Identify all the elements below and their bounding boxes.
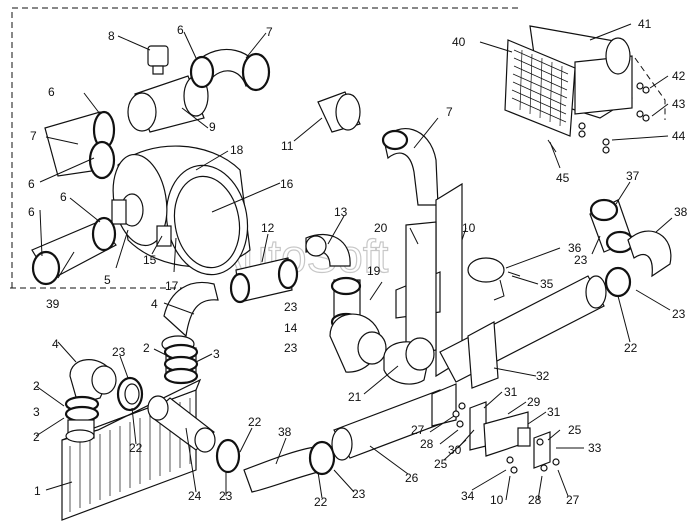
callout-6a: 6 xyxy=(48,85,55,99)
callout-7c: 7 xyxy=(446,105,453,119)
callout-17: 17 xyxy=(165,279,179,293)
callout-42: 42 xyxy=(672,69,686,83)
elbow-hose-7-top xyxy=(189,48,271,92)
callout-24: 24 xyxy=(188,489,202,503)
callout-13: 13 xyxy=(334,205,348,219)
callout-11: 11 xyxy=(281,139,294,153)
callout-19: 19 xyxy=(367,264,381,278)
callout-27b: 27 xyxy=(566,493,580,507)
pipe-32 xyxy=(439,275,607,383)
callout-22c: 22 xyxy=(314,495,328,509)
callout-23f: 23 xyxy=(574,253,588,267)
assembly-boundary xyxy=(10,7,666,289)
elbow-13-19-21 xyxy=(305,233,435,385)
callout-9: 9 xyxy=(209,120,216,134)
elbow-hose-7-center xyxy=(381,128,439,206)
callout-31b: 31 xyxy=(547,405,561,419)
callout-23b: 23 xyxy=(284,300,298,314)
callout-38b: 38 xyxy=(278,425,292,439)
callout-6e: 6 xyxy=(177,23,184,37)
callout-1: 1 xyxy=(34,484,41,498)
callout-43: 43 xyxy=(672,97,686,111)
callout-35: 35 xyxy=(540,277,554,291)
callout-4b: 4 xyxy=(151,297,158,311)
pipe-20 xyxy=(405,221,437,357)
leader-lines xyxy=(35,23,673,501)
callout-28a: 28 xyxy=(420,437,434,451)
pipe-24 xyxy=(147,395,216,453)
callout-6b: 6 xyxy=(28,177,35,191)
callout-23e: 23 xyxy=(352,487,366,501)
callout-8: 8 xyxy=(108,29,115,43)
callout-21: 21 xyxy=(348,390,362,404)
callout-38a: 38 xyxy=(674,205,688,219)
hose-12 xyxy=(229,257,299,304)
clamp-2-3-center xyxy=(163,343,199,385)
callout-23c: 23 xyxy=(284,341,298,355)
sleeve-11 xyxy=(317,91,361,133)
callout-20: 20 xyxy=(374,221,388,235)
callout-40: 40 xyxy=(452,35,466,49)
callout-25a: 25 xyxy=(434,457,448,471)
restriction-indicator-8 xyxy=(147,45,169,75)
callout-36: 36 xyxy=(568,241,582,255)
callout-37: 37 xyxy=(626,169,640,183)
callout-2a: 2 xyxy=(33,379,40,393)
callout-32: 32 xyxy=(536,369,550,383)
pipe-support-bracket xyxy=(431,321,499,427)
hood-fasteners xyxy=(547,82,650,154)
callout-33: 33 xyxy=(588,441,602,455)
callout-45: 45 xyxy=(556,171,570,185)
callout-22a: 22 xyxy=(129,441,143,455)
clamp-22-23-left xyxy=(116,376,144,412)
callout-5: 5 xyxy=(104,273,111,287)
callout-14: 14 xyxy=(284,321,298,335)
hose-38-bottom xyxy=(215,438,336,493)
callout-18: 18 xyxy=(230,143,244,157)
callout-25b: 25 xyxy=(568,423,582,437)
mounting-bracket-hardware xyxy=(452,401,560,474)
callout-3b: 3 xyxy=(213,347,220,361)
callout-23d: 23 xyxy=(219,489,233,503)
callout-28b: 28 xyxy=(528,493,542,507)
callout-10a: 10 xyxy=(462,221,476,235)
callout-29: 29 xyxy=(527,395,541,409)
hose-37-38 xyxy=(589,198,672,298)
callout-2b: 2 xyxy=(33,430,40,444)
air-cleaner-housing xyxy=(111,145,251,276)
callout-22d: 22 xyxy=(624,341,638,355)
inlet-hose-lower xyxy=(31,216,117,286)
callout-23g: 23 xyxy=(672,307,686,321)
callout-7a: 7 xyxy=(30,129,37,143)
intake-pipe-9 xyxy=(127,75,209,133)
inlet-hose-upper xyxy=(44,110,116,180)
callout-22b: 22 xyxy=(248,415,262,429)
callout-10b: 10 xyxy=(490,493,504,507)
callout-26: 26 xyxy=(405,471,419,485)
callout-31a: 31 xyxy=(504,385,518,399)
callout-30: 30 xyxy=(448,443,462,457)
callout-44: 44 xyxy=(672,129,686,143)
callout-27a: 27 xyxy=(411,423,425,437)
callout-39: 39 xyxy=(46,297,60,311)
callout-labels: 1 2 2 2 3 3 4 4 5 6 6 6 6 6 7 7 7 8 9 10… xyxy=(28,17,688,509)
callout-34: 34 xyxy=(461,489,475,503)
callout-6c: 6 xyxy=(60,190,67,204)
callout-12: 12 xyxy=(261,221,275,235)
strap-clamp-36 xyxy=(467,257,521,301)
callout-23a: 23 xyxy=(112,345,126,359)
callout-15: 15 xyxy=(143,253,157,267)
callout-4a: 4 xyxy=(52,337,59,351)
callout-41: 41 xyxy=(638,17,652,31)
callout-6d: 6 xyxy=(28,205,35,219)
callout-7b: 7 xyxy=(266,25,273,39)
elbow-4-left xyxy=(64,359,117,443)
callout-2c: 2 xyxy=(143,341,150,355)
grille-40 xyxy=(504,39,576,137)
callout-3a: 3 xyxy=(33,405,40,419)
callout-16: 16 xyxy=(280,177,294,191)
